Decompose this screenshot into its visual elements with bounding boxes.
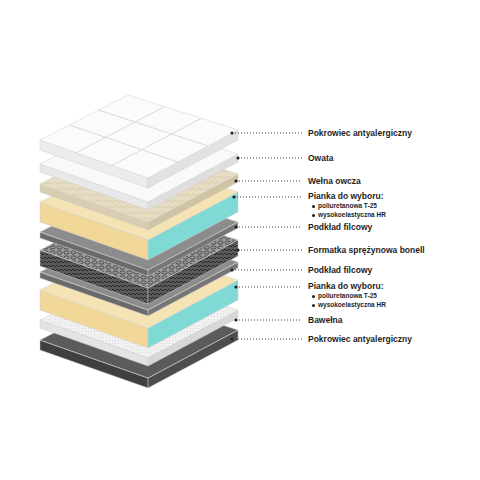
leader-line — [232, 270, 302, 271]
leader-dot — [234, 318, 237, 321]
leader-dot — [230, 337, 233, 340]
leader-line — [236, 181, 302, 182]
bullet-dot — [312, 304, 315, 307]
leader-line — [236, 320, 302, 321]
bullet-dot — [312, 214, 315, 217]
mattress-layer — [40, 95, 238, 188]
layer-label: Pokrowiec antyalergiczny — [308, 128, 412, 138]
leader-line — [236, 287, 302, 288]
leader-dot — [234, 285, 237, 288]
leader-line — [234, 197, 302, 198]
leader-dot — [234, 179, 237, 182]
layer-label: Pianka do wyboru: — [308, 191, 384, 201]
option-item: poliuretanowa T-25 — [318, 202, 377, 210]
leader-dot — [236, 156, 239, 159]
option-item: poliuretanowa T-25 — [318, 292, 377, 300]
bullet-dot — [312, 295, 315, 298]
bullet-dot — [312, 205, 315, 208]
layer-label: Podkład filcowy — [308, 222, 372, 232]
layer-label: Pokrowiec antyalergiczny — [308, 334, 412, 344]
leader-line — [238, 250, 302, 251]
leader-dot — [236, 248, 239, 251]
option-item: wysokoelastyczna HR — [318, 301, 386, 309]
leader-dot — [230, 268, 233, 271]
leader-dot — [232, 195, 235, 198]
leader-line — [232, 339, 302, 340]
leader-dot — [234, 225, 237, 228]
layer-label: Wełna owcza — [308, 176, 361, 186]
leader-dot — [230, 131, 233, 134]
layer-label: Bawełna — [308, 315, 343, 325]
leader-line — [238, 158, 302, 159]
layer-label: Pianka do wyboru: — [308, 281, 384, 291]
layer-label: Owata — [308, 153, 334, 163]
leader-line — [236, 227, 302, 228]
leader-line — [232, 133, 302, 134]
layer-label: Podkład filcowy — [308, 265, 372, 275]
option-item: wysokoelastyczna HR — [318, 211, 386, 219]
layer-label: Formatka sprężynowa bonell — [308, 245, 425, 255]
